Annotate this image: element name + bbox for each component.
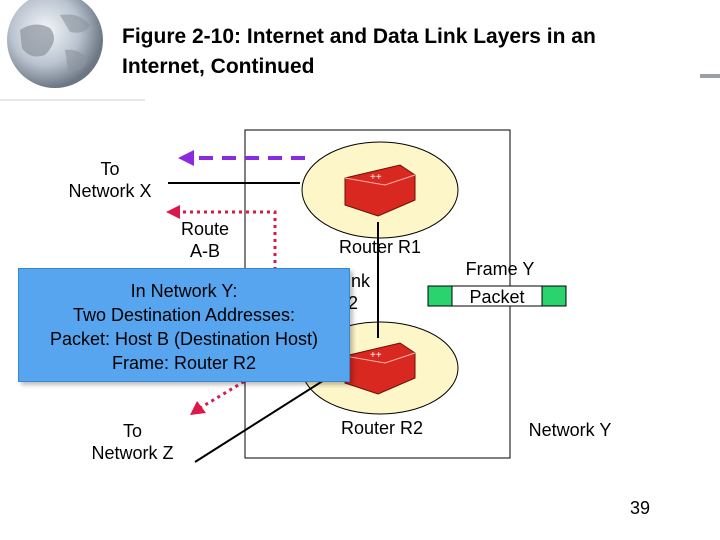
purple-arrowhead-icon (178, 150, 194, 166)
network-y-label: Network Y (528, 420, 612, 440)
callout-line-1: In Network Y: (130, 281, 238, 301)
title-line-1: Figure 2-10: Internet and Data Link Laye… (122, 25, 596, 48)
packet-box (451, 285, 543, 307)
globe-logo-icon (7, 0, 103, 88)
router-r1-icon: ++ (344, 164, 416, 217)
to-network-x-label: To Network X (68, 159, 152, 201)
svg-text:++: ++ (370, 172, 382, 183)
callout-line-4: Frame: Router R2 (111, 353, 257, 373)
callout-line-2: Two Destination Addresses: (72, 305, 296, 325)
frame-y-label: Frame Y (465, 259, 535, 279)
decor-bar (700, 74, 720, 78)
red-arrowhead-bottom-icon (190, 401, 206, 415)
page-number: 39 (630, 498, 651, 518)
route-dotted-down (199, 376, 251, 410)
callout-box: In Network Y: Two Destination Addresses:… (18, 268, 350, 382)
router-r2-icon: ++ (344, 342, 416, 395)
router-r2-label: Router R2 (340, 418, 424, 438)
page-title: Figure 2-10: Internet and Data Link Laye… (122, 22, 702, 82)
route-label: Route A-B (180, 219, 230, 261)
callout-line-3: Packet: Host B (Destination Host) (49, 329, 319, 349)
router-r1-label: Router R1 (338, 237, 422, 257)
to-network-z-label: To Network Z (91, 421, 174, 463)
svg-text:++: ++ (370, 350, 382, 361)
network-z-line (194, 369, 341, 463)
red-arrowhead-top-icon (166, 205, 180, 219)
title-line-2: Internet, Continued (122, 55, 315, 78)
packet-label: Packet (469, 287, 525, 307)
